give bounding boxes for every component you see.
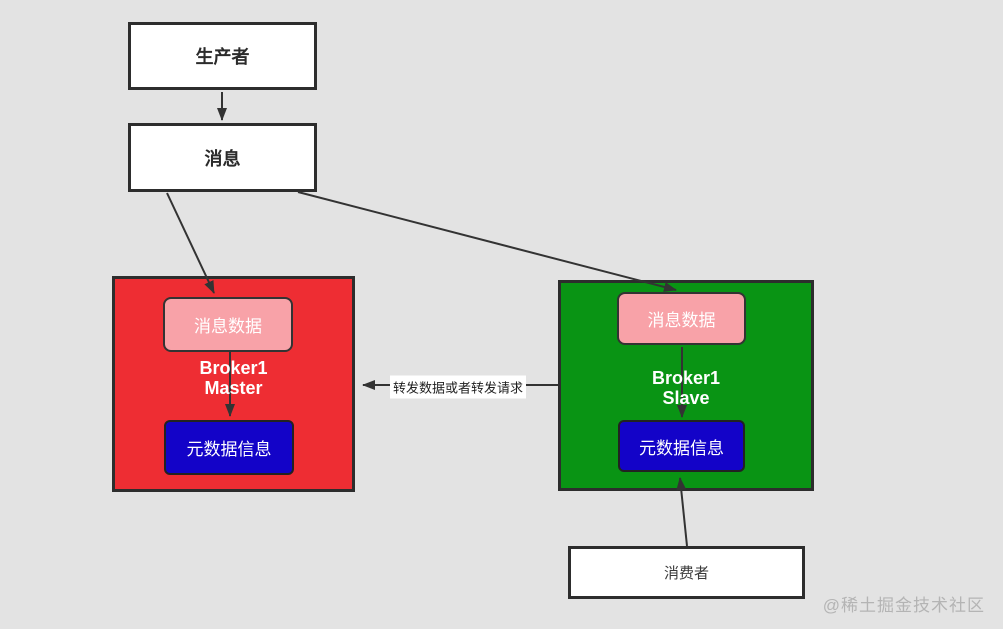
- producer-label: 生产者: [195, 47, 250, 67]
- forward-arrow-label: 转发数据或者转发请求: [389, 375, 527, 399]
- message-label: 消息: [204, 148, 241, 169]
- broker-slave-node: 消息数据 Broker1 Slave 元数据信息: [558, 280, 814, 491]
- broker-master-node: 消息数据 Broker1 Master 元数据信息: [112, 276, 355, 492]
- message-data-box-slave: 消息数据: [617, 292, 746, 345]
- broker-master-label: Broker1 Master: [115, 358, 352, 398]
- broker-master-name-line1: Broker1: [199, 358, 268, 378]
- broker-slave-label: Broker1 Slave: [561, 368, 811, 408]
- producer-node: 生产者: [128, 22, 317, 90]
- watermark: @稀土掘金技术社区: [822, 596, 985, 615]
- metadata-label-master: 元数据信息: [186, 440, 272, 459]
- consumer-node: 消费者: [568, 546, 805, 599]
- broker-slave-name-line2: Slave: [662, 388, 710, 408]
- message-node: 消息: [128, 123, 317, 192]
- metadata-box-master: 元数据信息: [164, 420, 294, 475]
- message-data-label-slave: 消息数据: [647, 311, 716, 330]
- metadata-box-slave: 元数据信息: [618, 420, 745, 472]
- broker-slave-name-line1: Broker1: [651, 368, 721, 388]
- message-data-box-master: 消息数据: [163, 297, 293, 352]
- metadata-label-slave: 元数据信息: [639, 438, 724, 458]
- message-data-label-master: 消息数据: [194, 317, 262, 336]
- broker-master-name-line2: Master: [204, 378, 263, 398]
- consumer-label: 消费者: [663, 565, 709, 582]
